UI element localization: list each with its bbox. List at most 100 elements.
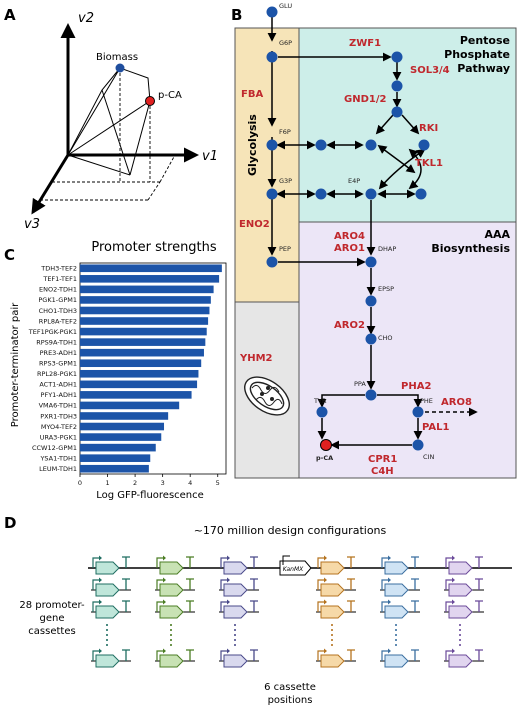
node-epsp [365,295,377,307]
promoter-icon [381,601,390,612]
terminator-icon [186,600,194,612]
x-tick-label: 0 [78,479,82,487]
kanmx-marker: KanMX [279,555,312,576]
label-phe: PHE [420,397,433,405]
gene-icon [448,561,473,575]
enzyme-cpr1: CPR1 [368,454,397,465]
category-label: RPL28-PGK1 [37,370,77,378]
gene-icon [320,583,345,597]
label-f6p: F6P [279,128,291,136]
category-label: TEF1-TEF1 [42,275,77,283]
aaa-title-1: AAA [484,228,510,241]
promoter-icon [445,650,454,661]
promoter-gene-cassette [92,648,130,668]
enzyme-c4h: C4H [371,466,394,477]
terminator-icon [475,600,483,612]
category-label: URA3-PGK1 [40,433,77,441]
enzyme-pha2: PHA2 [401,381,431,392]
label-g6p: G6P [279,39,292,47]
enzyme-pal1: PAL1 [422,422,450,433]
promoter-gene-cassette [220,648,258,668]
gene-icon [159,654,184,668]
label-ppa: PPA [354,380,366,388]
node-f6p [266,139,278,151]
category-label: RPS3-GPM1 [39,360,77,368]
chart-title: Promoter strengths [91,240,217,255]
cassette-grid [91,555,484,668]
projection-lines [40,68,176,201]
category-label: TDH3-TEF2 [40,265,77,273]
terminator-icon [122,578,130,590]
category-label: LEUM-TDH1 [39,465,77,473]
node-phe [412,406,424,418]
label-tyr: TYR [313,397,327,405]
enzyme-yhm2: YHM2 [239,353,273,364]
ppp-title-1: Pentose [460,34,510,47]
promoter-gene-cassette [156,555,194,575]
terminator-icon [250,600,258,612]
gene-icon [223,583,248,597]
panel-b: B Glycolysis Pentose Phosphate Pathway A… [231,2,517,479]
node-r5p [418,139,430,151]
enzyme-fba: FBA [241,89,263,100]
positions-label-2: positions [268,695,313,706]
promoter-gene-cassette [381,648,419,668]
terminator-icon [411,600,419,612]
promoter-icon [381,557,390,568]
gene-icon [159,583,184,597]
x-tick-label: 5 [216,479,220,487]
panel-b-label: B [231,6,242,24]
promoter-icon [156,601,165,612]
bar-ura3-pgk1 [80,433,162,441]
panel-d: D ~170 million design configurations 28 … [4,514,512,706]
node-pca [320,439,332,451]
bar-rps3-gpm1 [80,359,202,368]
glycolysis-title: Glycolysis [246,114,259,176]
aaa-region [299,222,516,478]
promoter-gene-cassette [92,555,130,575]
terminator-icon [122,600,130,612]
bar-eno2-tdh1 [80,285,214,294]
enzyme-gnd12: GND1/2 [344,94,386,105]
promoter-icon [92,557,101,568]
bar-ccw12-gpm1 [80,443,156,452]
label-glu: GLU [279,2,292,10]
bar-tdh3-tef2 [80,264,222,273]
gene-icon [223,654,248,668]
bar-pgk1-gpm1 [80,296,211,304]
promoter-gene-cassette [92,599,130,619]
positions-label-1: 6 cassette [264,682,316,693]
terminator-icon [411,556,419,568]
gene-icon [384,561,409,575]
enzyme-aro2: ARO2 [334,320,365,331]
pca-label: p-CA [158,90,182,101]
bar-tef1pgk-pgk1 [80,327,207,336]
node-tyr [316,406,328,418]
metabolite-nodes [266,6,430,451]
glycolysis-region [235,28,299,302]
gene-icon [320,654,345,668]
axis-v2-label: v2 [78,11,94,26]
node-e4p [365,188,377,200]
promoter-icon [317,601,326,612]
panel-b-border [234,27,517,479]
label-dhap: DHAP [378,245,396,253]
axis-v1-label: v1 [202,149,218,164]
node-glu [266,6,278,18]
node-dhap [365,256,377,268]
bar-rpl8a-tef2 [80,317,209,325]
bar-cho1-tdh3 [80,306,210,315]
cassettes-label-3: cassettes [28,626,75,637]
bar-myo4-tef2 [80,422,165,431]
cassettes-label-2: gene [40,613,65,624]
category-label: TEF1PGK-PGK1 [28,328,77,336]
terminator-icon [475,556,483,568]
promoter-icon [220,579,229,590]
bar-tef1-tef1 [80,275,220,283]
promoter-icon [156,557,165,568]
gene-icon [159,605,184,619]
promoter-gene-cassette [317,577,355,597]
promoter-icon [317,650,326,661]
ppp-title-3: Pathway [457,62,510,75]
terminator-icon [347,578,355,590]
